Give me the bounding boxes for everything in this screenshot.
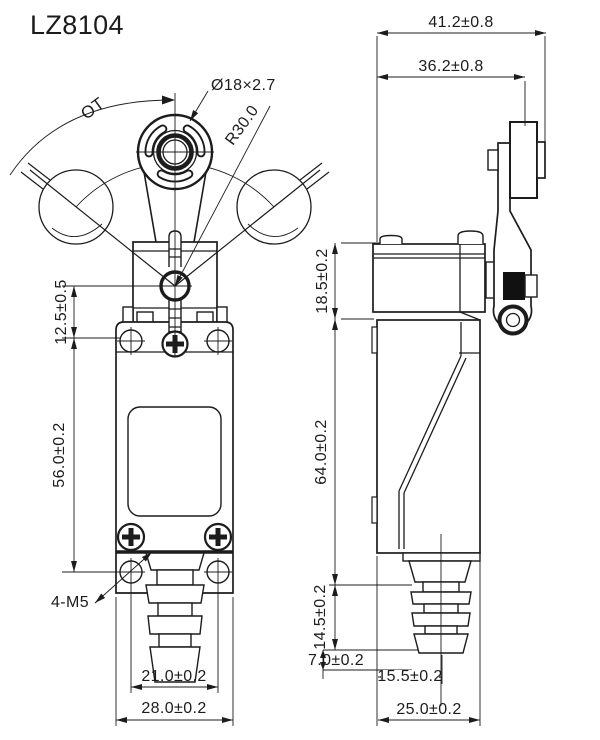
lever-clamp-block — [503, 272, 525, 300]
top-hole-crosshairs — [117, 327, 232, 355]
back-rib-bottom — [371, 496, 378, 524]
dim-overall-depth: 41.2±0.8 — [428, 14, 493, 31]
roller-left-crescent — [51, 223, 103, 237]
dim-lever-radius: R30.0 — [222, 102, 262, 148]
dim-gland-tip: 7.0±0.2 — [308, 652, 364, 669]
dim-gland-offset: 15.5±0.2 — [377, 668, 442, 685]
roller-left-extreme — [38, 169, 114, 245]
cable-gland-side — [402, 552, 481, 654]
overtravel-arc — [9, 99, 173, 176]
front-centerlines — [136, 93, 214, 356]
roller-side — [509, 121, 538, 199]
dim-body-width: 28.0±0.2 — [141, 700, 206, 717]
front-view: OT Ø18×2.7 R30.0 12.5±0.5 56.0±0.2 4-M5 … — [9, 77, 330, 726]
dim-overtravel: OT — [77, 94, 108, 124]
head-side-lines — [373, 244, 485, 321]
lever-arm-edges — [143, 171, 207, 243]
dim-body-depth: 25.0±0.2 — [396, 701, 461, 718]
side-dimensions: 41.2±0.8 36.2±0.8 18.5±0.2 64.0±0.2 14.5… — [308, 14, 547, 726]
dim-roller-center-offset: 36.2±0.8 — [418, 58, 483, 75]
dim-side-body-height: 64.0±0.2 — [313, 419, 330, 484]
head-cap-screw-right — [457, 230, 484, 244]
back-rib-top — [371, 326, 378, 354]
head-cap-screw-left — [379, 234, 403, 244]
dim-head-height: 18.5±0.2 — [314, 248, 331, 313]
body-side — [376, 319, 481, 554]
lever-pin — [487, 149, 499, 171]
roller-right-extreme — [236, 169, 312, 245]
dim-gland-height: 14.5±0.2 — [312, 584, 329, 649]
lever-pivot-bore — [505, 312, 521, 328]
roller-right-crescent — [247, 223, 299, 237]
cover-screw-right-cross — [209, 528, 227, 546]
lever-extreme-line-right — [174, 169, 321, 287]
dim-front-body-height: 56.0±0.2 — [51, 422, 68, 487]
dim-mounting-thread: 4-M5 — [51, 594, 89, 611]
head-side — [372, 243, 486, 313]
lever-clamp-cap — [524, 274, 538, 298]
drawing-title: LZ8104 — [30, 10, 124, 40]
lever-extreme-ticks — [20, 162, 330, 190]
cable-gland-front — [145, 552, 205, 683]
front-dimensions: OT Ø18×2.7 R30.0 12.5±0.5 56.0±0.2 4-M5 … — [51, 77, 276, 726]
dim-text-mask — [381, 670, 439, 684]
cover-panel — [127, 406, 222, 517]
side-view: 41.2±0.8 36.2±0.8 18.5±0.2 64.0±0.2 14.5… — [308, 14, 547, 726]
dim-head-offset: 12.5±0.5 — [53, 279, 70, 344]
dim-roller-size: Ø18×2.7 — [211, 77, 276, 94]
overtravel-arrow — [162, 95, 175, 105]
body-side-details — [398, 322, 480, 549]
lever-extreme-line-left — [29, 169, 176, 287]
cover-screw-left-cross — [122, 528, 140, 546]
roller-side-cap — [536, 141, 546, 179]
dim-hole-spacing: 21.0±0.2 — [141, 668, 206, 685]
